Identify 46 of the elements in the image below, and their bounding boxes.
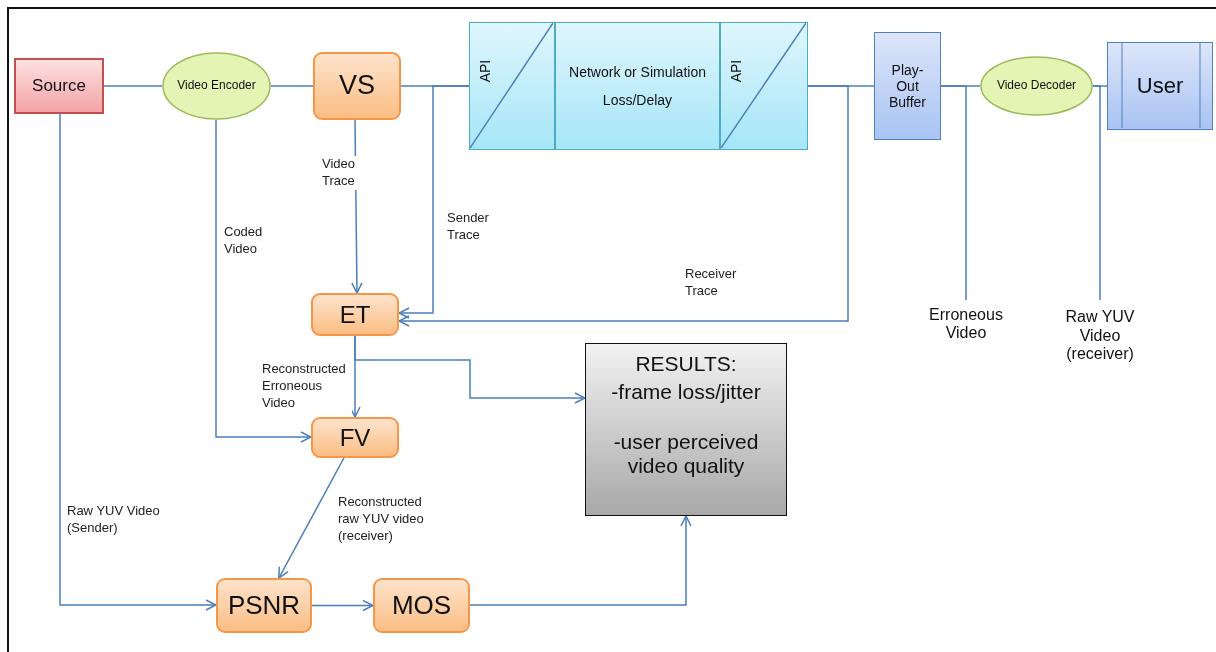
results-heading: RESULTS: [635, 352, 737, 377]
node-label: FV [339, 423, 371, 452]
edge-label: Reconstructed Erroneous Video [262, 361, 352, 412]
api-panel [469, 22, 555, 150]
arrow [398, 85, 470, 319]
node-label: VS [339, 70, 375, 102]
process-box [311, 293, 399, 336]
buffer-box [874, 32, 941, 140]
arrow [311, 599, 374, 612]
arrow [469, 515, 692, 606]
leader-line [1092, 85, 1101, 301]
network-box [555, 22, 720, 150]
node-label: API [477, 59, 494, 83]
decoder-ellipse [980, 56, 1093, 116]
node-label: Video Encoder [176, 79, 257, 93]
node-label: Play-Out Buffer [887, 61, 928, 111]
node-label: -frame loss/jitter [611, 380, 761, 405]
arrow [398, 85, 849, 327]
node-label: Erroneous Video [928, 305, 1004, 343]
api-panel [720, 22, 808, 150]
arrow [354, 335, 586, 404]
results-box [585, 343, 787, 516]
process-box [216, 578, 312, 633]
node-label: Raw YUV Video (receiver) [1064, 308, 1136, 364]
node-label: MOS [391, 590, 452, 621]
process-box [311, 417, 399, 458]
node-label: Network or Simulation [569, 63, 706, 80]
node-label: API [728, 59, 745, 83]
process-box [373, 578, 470, 633]
user-box [1107, 42, 1213, 130]
source-box [14, 58, 104, 114]
node-label: Loss/Delay [602, 92, 673, 109]
arrow [278, 457, 345, 579]
encoder-ellipse [162, 52, 271, 120]
node-label: -user perceived video quality [612, 430, 760, 479]
process-box [313, 52, 401, 120]
node-label: Source [32, 76, 86, 96]
node-label: User [1136, 73, 1184, 99]
leader-line [940, 85, 967, 301]
connector-line [103, 85, 163, 87]
node-label: ET [339, 300, 371, 329]
connector-line [270, 85, 314, 87]
arrow [215, 119, 312, 443]
node-label: Video Decoder [995, 79, 1078, 93]
arrow [59, 113, 217, 611]
node-label: PSNR [227, 590, 301, 621]
